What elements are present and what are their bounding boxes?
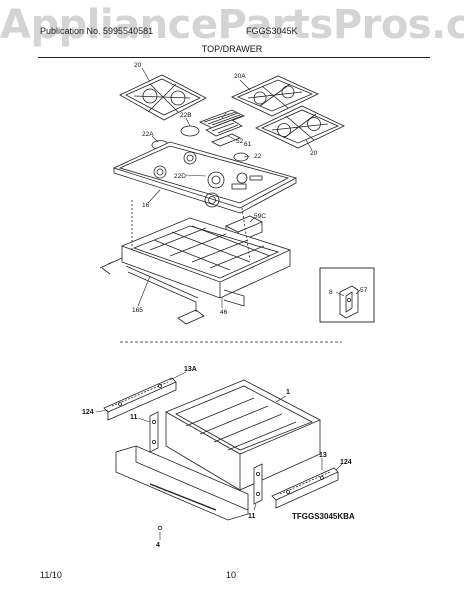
callout-1: 1 <box>286 389 290 396</box>
callout-16: 16 <box>142 202 150 209</box>
publication-number: Publication No. 5995540581 <box>40 26 154 36</box>
watermark: AppliancePartsPros.com <box>0 2 464 48</box>
callout-124-right: 124 <box>340 459 352 466</box>
griddle-cover[interactable] <box>199 109 245 147</box>
drawer-rail-left[interactable] <box>103 377 177 421</box>
cooktop-panel[interactable] <box>112 141 298 214</box>
callout-13: 13 <box>319 452 327 459</box>
callout-20-left: 20 <box>134 62 142 69</box>
callout-20-right: 20 <box>310 150 318 157</box>
callout-22d: 22D <box>174 173 186 180</box>
drawer-slide-left[interactable] <box>149 411 159 453</box>
footer-page-number: 10 <box>226 570 237 580</box>
callout-61: 61 <box>244 141 252 148</box>
callout-22: 22 <box>254 153 262 160</box>
callout-20a: 20A <box>234 73 246 80</box>
burner-grate-right-bottom[interactable] <box>255 105 345 149</box>
model-number: FGGS3045K <box>246 26 298 36</box>
drawer-rail-right[interactable] <box>271 467 339 509</box>
callout-22a: 22A <box>142 131 154 138</box>
callout-57: 57 <box>360 287 368 294</box>
callout-4: 4 <box>156 542 160 549</box>
callout-165: 165 <box>132 307 143 314</box>
callout-52: 52 <box>236 138 244 145</box>
burner-grate-left[interactable] <box>119 74 207 121</box>
callout-124-left: 124 <box>82 409 94 416</box>
footer-date: 11/10 <box>40 570 62 580</box>
catalog-code: TFGGS3045KBA <box>292 512 355 521</box>
callout-59c: 59C <box>254 213 266 220</box>
header-rule <box>38 57 430 58</box>
drawer-front-panel[interactable] <box>115 445 249 531</box>
cooktop-frame[interactable] <box>99 200 292 325</box>
drawer-slide-right[interactable] <box>253 463 263 505</box>
callout-13a: 13A <box>184 366 197 373</box>
callout-22b: 22B <box>180 112 192 119</box>
drawer-body[interactable] <box>165 379 321 491</box>
section-title: TOP/DRAWER <box>201 44 263 54</box>
leader-lines <box>95 67 361 540</box>
callout-11-left: 11 <box>130 414 138 421</box>
callout-46: 46 <box>220 309 228 316</box>
callout-11-right: 11 <box>248 513 256 520</box>
burner-grate-right-top[interactable] <box>231 75 319 117</box>
callout-8: 8 <box>329 289 333 296</box>
inset-detail-box <box>319 267 375 323</box>
